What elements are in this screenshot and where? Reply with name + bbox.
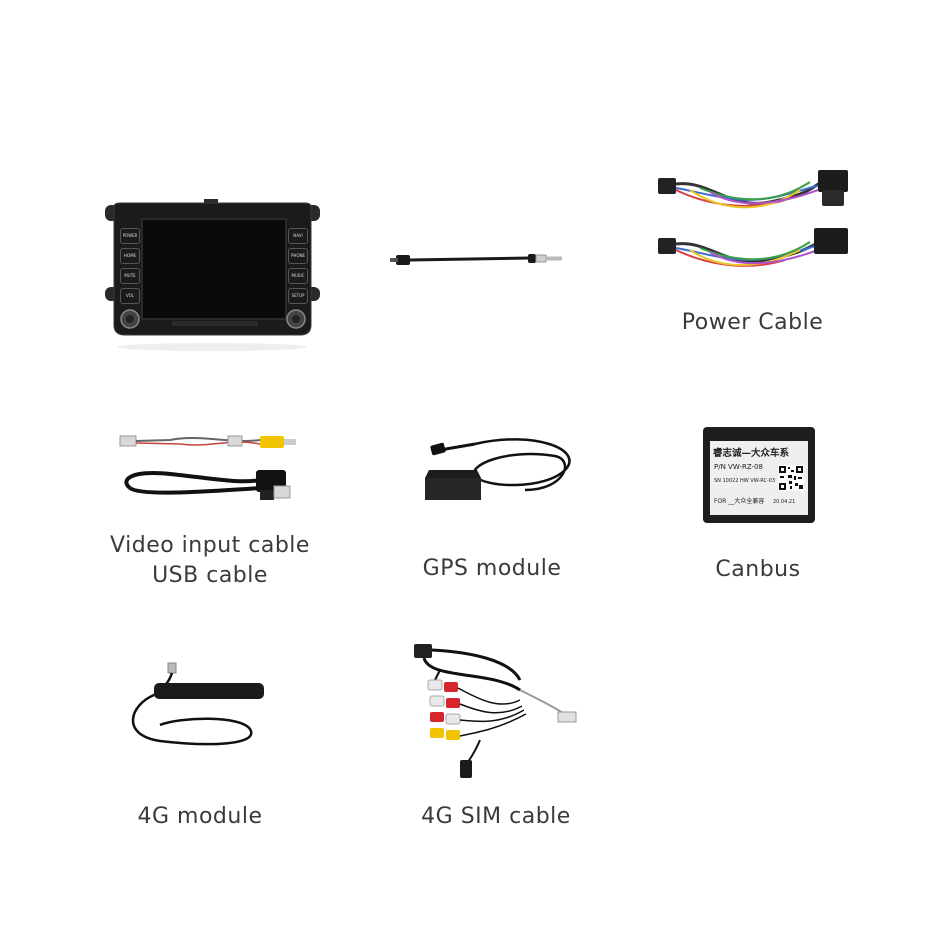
video-usb-cable-item (110, 430, 310, 510)
4g-module-image (131, 662, 264, 746)
power-cable-image (658, 170, 848, 267)
video-usb-cable-image (119, 435, 296, 500)
head-unit-button-power: POWER (120, 228, 140, 244)
gps-module-image (425, 438, 571, 500)
head-unit-button-music: MUSIC (288, 268, 308, 284)
4g-sim-cable-image (414, 644, 577, 778)
canbus-sticker-sn: SN 10022 HW VW-RC-03 (714, 478, 776, 484)
antenna-adapter-item (390, 245, 580, 275)
canbus-sticker: 睿志诚—大众车系 P/N VW-RZ-08 SN 10022 HW VW-RC-… (710, 441, 808, 515)
video-input-cable-label: Video input cable (110, 533, 310, 558)
head-unit-button-navi: NAVI (288, 228, 308, 244)
canbus-sticker-title: 睿志诚—大众车系 (713, 448, 790, 459)
4g-module-item (120, 655, 270, 755)
head-unit-left-buttons: POWER HOME MUTE VOL (120, 228, 140, 308)
power-cable-item (650, 160, 855, 275)
head-unit-image (105, 199, 320, 351)
gps-module-item (415, 430, 580, 510)
4g-module-label: 4G module (137, 804, 263, 829)
canbus-sticker-for: FOR __大众全兼容 (714, 498, 765, 505)
antenna-adapter-image (390, 254, 562, 265)
head-unit-item: POWER HOME MUTE VOL NAVI PHONE MUSIC SET… (100, 195, 325, 355)
canbus-qr-code (778, 465, 804, 491)
head-unit-button-phone: PHONE (288, 248, 308, 264)
canbus-sticker-pn: P/N VW-RZ-08 (714, 463, 763, 471)
power-cable-label: Power Cable (681, 310, 824, 335)
canbus-item: 睿志诚—大众车系 P/N VW-RZ-08 SN 10022 HW VW-RC-… (703, 427, 817, 527)
head-unit-button-home: HOME (120, 248, 140, 264)
head-unit-button-setup: SETUP (288, 288, 308, 304)
canbus-label: Canbus (715, 557, 801, 582)
head-unit-right-buttons: NAVI PHONE MUSIC SETUP (288, 228, 308, 308)
canbus-sticker-date: 20.04.21 (773, 499, 796, 505)
canbus-box: 睿志诚—大众车系 P/N VW-RZ-08 SN 10022 HW VW-RC-… (703, 427, 815, 523)
4g-sim-cable-label: 4G SIM cable (421, 804, 571, 829)
4g-sim-cable-item (410, 640, 585, 785)
head-unit-button-mute: MUTE (120, 268, 140, 284)
head-unit-button-vol: VOL (120, 288, 140, 304)
gps-module-label: GPS module (422, 556, 562, 581)
usb-cable-label: USB cable (152, 563, 268, 588)
